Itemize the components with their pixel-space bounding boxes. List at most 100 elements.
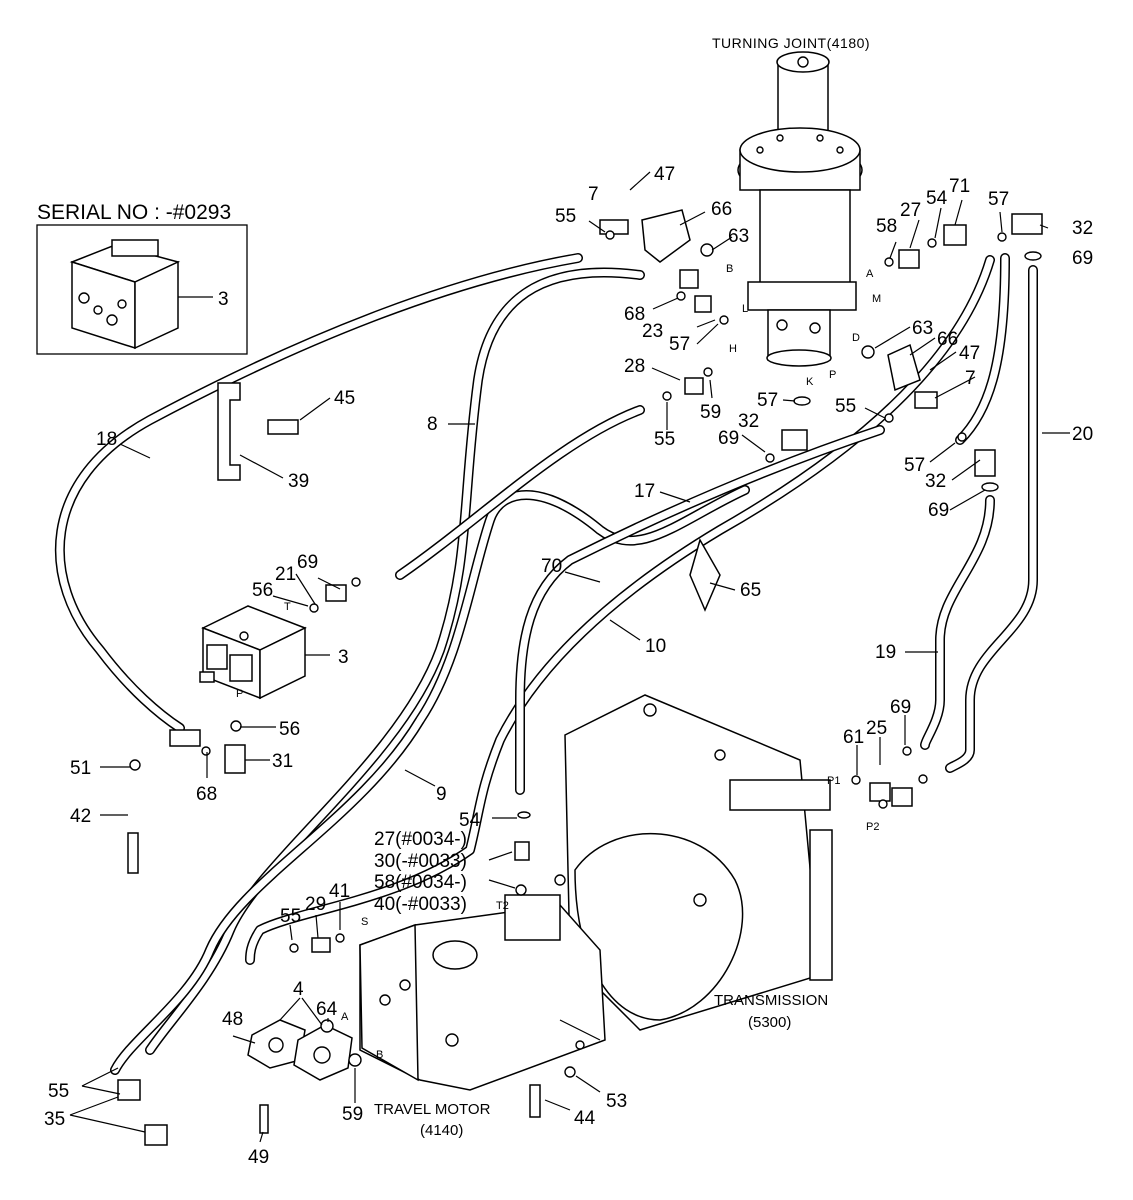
part-label: 55: [555, 206, 576, 227]
part-label: 18: [96, 429, 117, 450]
part-label: 56: [279, 719, 300, 740]
part-label: 54: [459, 810, 481, 831]
part-label: 29: [305, 894, 326, 915]
part-label: 19: [875, 642, 896, 663]
part-label: 53: [606, 1091, 627, 1112]
part-label: 3: [218, 289, 229, 310]
travel-motor-code: (4140): [420, 1122, 463, 1139]
part-label: 20: [1072, 424, 1093, 445]
part-label: 54: [926, 188, 948, 209]
part-label: 57: [669, 334, 690, 355]
part-label: 41: [329, 881, 350, 902]
port-label: A: [341, 1011, 349, 1023]
part-label: 45: [334, 388, 355, 409]
part-label: 28: [624, 356, 645, 377]
part-label: 40(-#0033): [374, 894, 467, 915]
part-label: 57: [757, 390, 778, 411]
part-label: 32: [1072, 218, 1093, 239]
part-label: 10: [645, 636, 666, 657]
port-label: H: [729, 343, 737, 355]
port-label: P1: [827, 775, 840, 787]
valve-block: [199, 605, 330, 700]
part-label: 57: [904, 455, 925, 476]
part-label: 9: [436, 784, 447, 805]
part-label: 68: [624, 304, 645, 325]
part-label: 44: [574, 1108, 596, 1129]
transmission-code: (5300): [748, 1014, 791, 1031]
part-label: 59: [700, 402, 721, 423]
part-label: 69: [718, 428, 739, 449]
part-label: 71: [949, 176, 970, 197]
turning-joint: TURNING JOINT(4180): [712, 35, 870, 367]
part-numbers: 47 7 55 66 63 58 27 54 71 57 32 69 3 68 …: [44, 164, 1093, 1168]
leader-lines: [69, 171, 1070, 1143]
part-label: 30(-#0033): [374, 851, 467, 872]
part-label: 68: [196, 784, 217, 805]
part-label: 35: [44, 1109, 65, 1130]
part-label: 59: [342, 1104, 363, 1125]
port-label: T2: [496, 900, 509, 912]
port-label: P: [829, 369, 836, 381]
part-label: 17: [634, 481, 655, 502]
port-label: M: [872, 293, 881, 305]
part-label: 3: [338, 647, 349, 668]
part-label: 58(#0034-): [374, 872, 467, 893]
part-label: 7: [588, 184, 599, 205]
part-label: 55: [654, 429, 675, 450]
part-label: 64: [316, 999, 338, 1020]
part-label: 47: [654, 164, 675, 185]
part-label: 31: [272, 751, 293, 772]
part-label: 61: [843, 727, 864, 748]
part-label: 49: [248, 1147, 269, 1168]
transmission-title: TRANSMISSION: [714, 992, 828, 1009]
part-label: 66: [937, 329, 958, 350]
part-label: 32: [925, 471, 946, 492]
part-label: 69: [297, 552, 318, 573]
part-label: 27: [900, 200, 921, 221]
part-label: 55: [280, 906, 301, 927]
part-label: 39: [288, 471, 309, 492]
port-label: S: [361, 916, 368, 928]
part-label: 69: [890, 697, 911, 718]
flanges-fittings: [117, 209, 1043, 1146]
port-label: T: [284, 601, 291, 613]
part-label: 55: [835, 396, 856, 417]
part-label: 70: [541, 556, 562, 577]
part-label: 55: [48, 1081, 69, 1102]
part-label: 32: [738, 411, 759, 432]
part-label: 63: [728, 226, 749, 247]
part-label: 57: [988, 189, 1009, 210]
port-label: A: [866, 268, 874, 280]
part-label: 27(#0034-): [374, 829, 467, 850]
part-label: 4: [293, 979, 304, 1000]
serial-inset: SERIAL NO : -#0293: [36, 201, 248, 355]
part-label: 42: [70, 806, 91, 827]
part-label: 69: [928, 500, 949, 521]
port-letters: A B M L D H K P T P P1 P2 S T2 A B: [236, 263, 881, 1061]
part-label: 65: [740, 580, 761, 601]
part-label: 51: [70, 758, 91, 779]
part-label: 23: [642, 321, 663, 342]
travel-motor-title: TRAVEL MOTOR: [374, 1101, 491, 1118]
part-label: 56: [252, 580, 273, 601]
port-label: K: [806, 376, 814, 388]
turning-joint-title: TURNING JOINT(4180): [712, 35, 870, 51]
part-label: 63: [912, 318, 933, 339]
port-label: P2: [866, 821, 879, 833]
part-label: 58: [876, 216, 897, 237]
port-label: L: [742, 303, 748, 315]
part-label: 7: [965, 368, 976, 389]
part-label: 47: [959, 343, 980, 364]
port-label: P: [236, 688, 243, 700]
transmission: TRANSMISSION (5300): [554, 694, 833, 1031]
part-label: 66: [711, 199, 732, 220]
serial-no-label: SERIAL NO : -#0293: [37, 201, 231, 224]
part-label: 25: [866, 718, 887, 739]
part-label: 8: [427, 414, 438, 435]
part-label: 69: [1072, 248, 1093, 269]
part-label: 21: [275, 564, 296, 585]
port-label: B: [376, 1049, 383, 1061]
part-label: 48: [222, 1009, 243, 1030]
travel-motor: TRAVEL MOTOR (4140): [359, 894, 606, 1139]
